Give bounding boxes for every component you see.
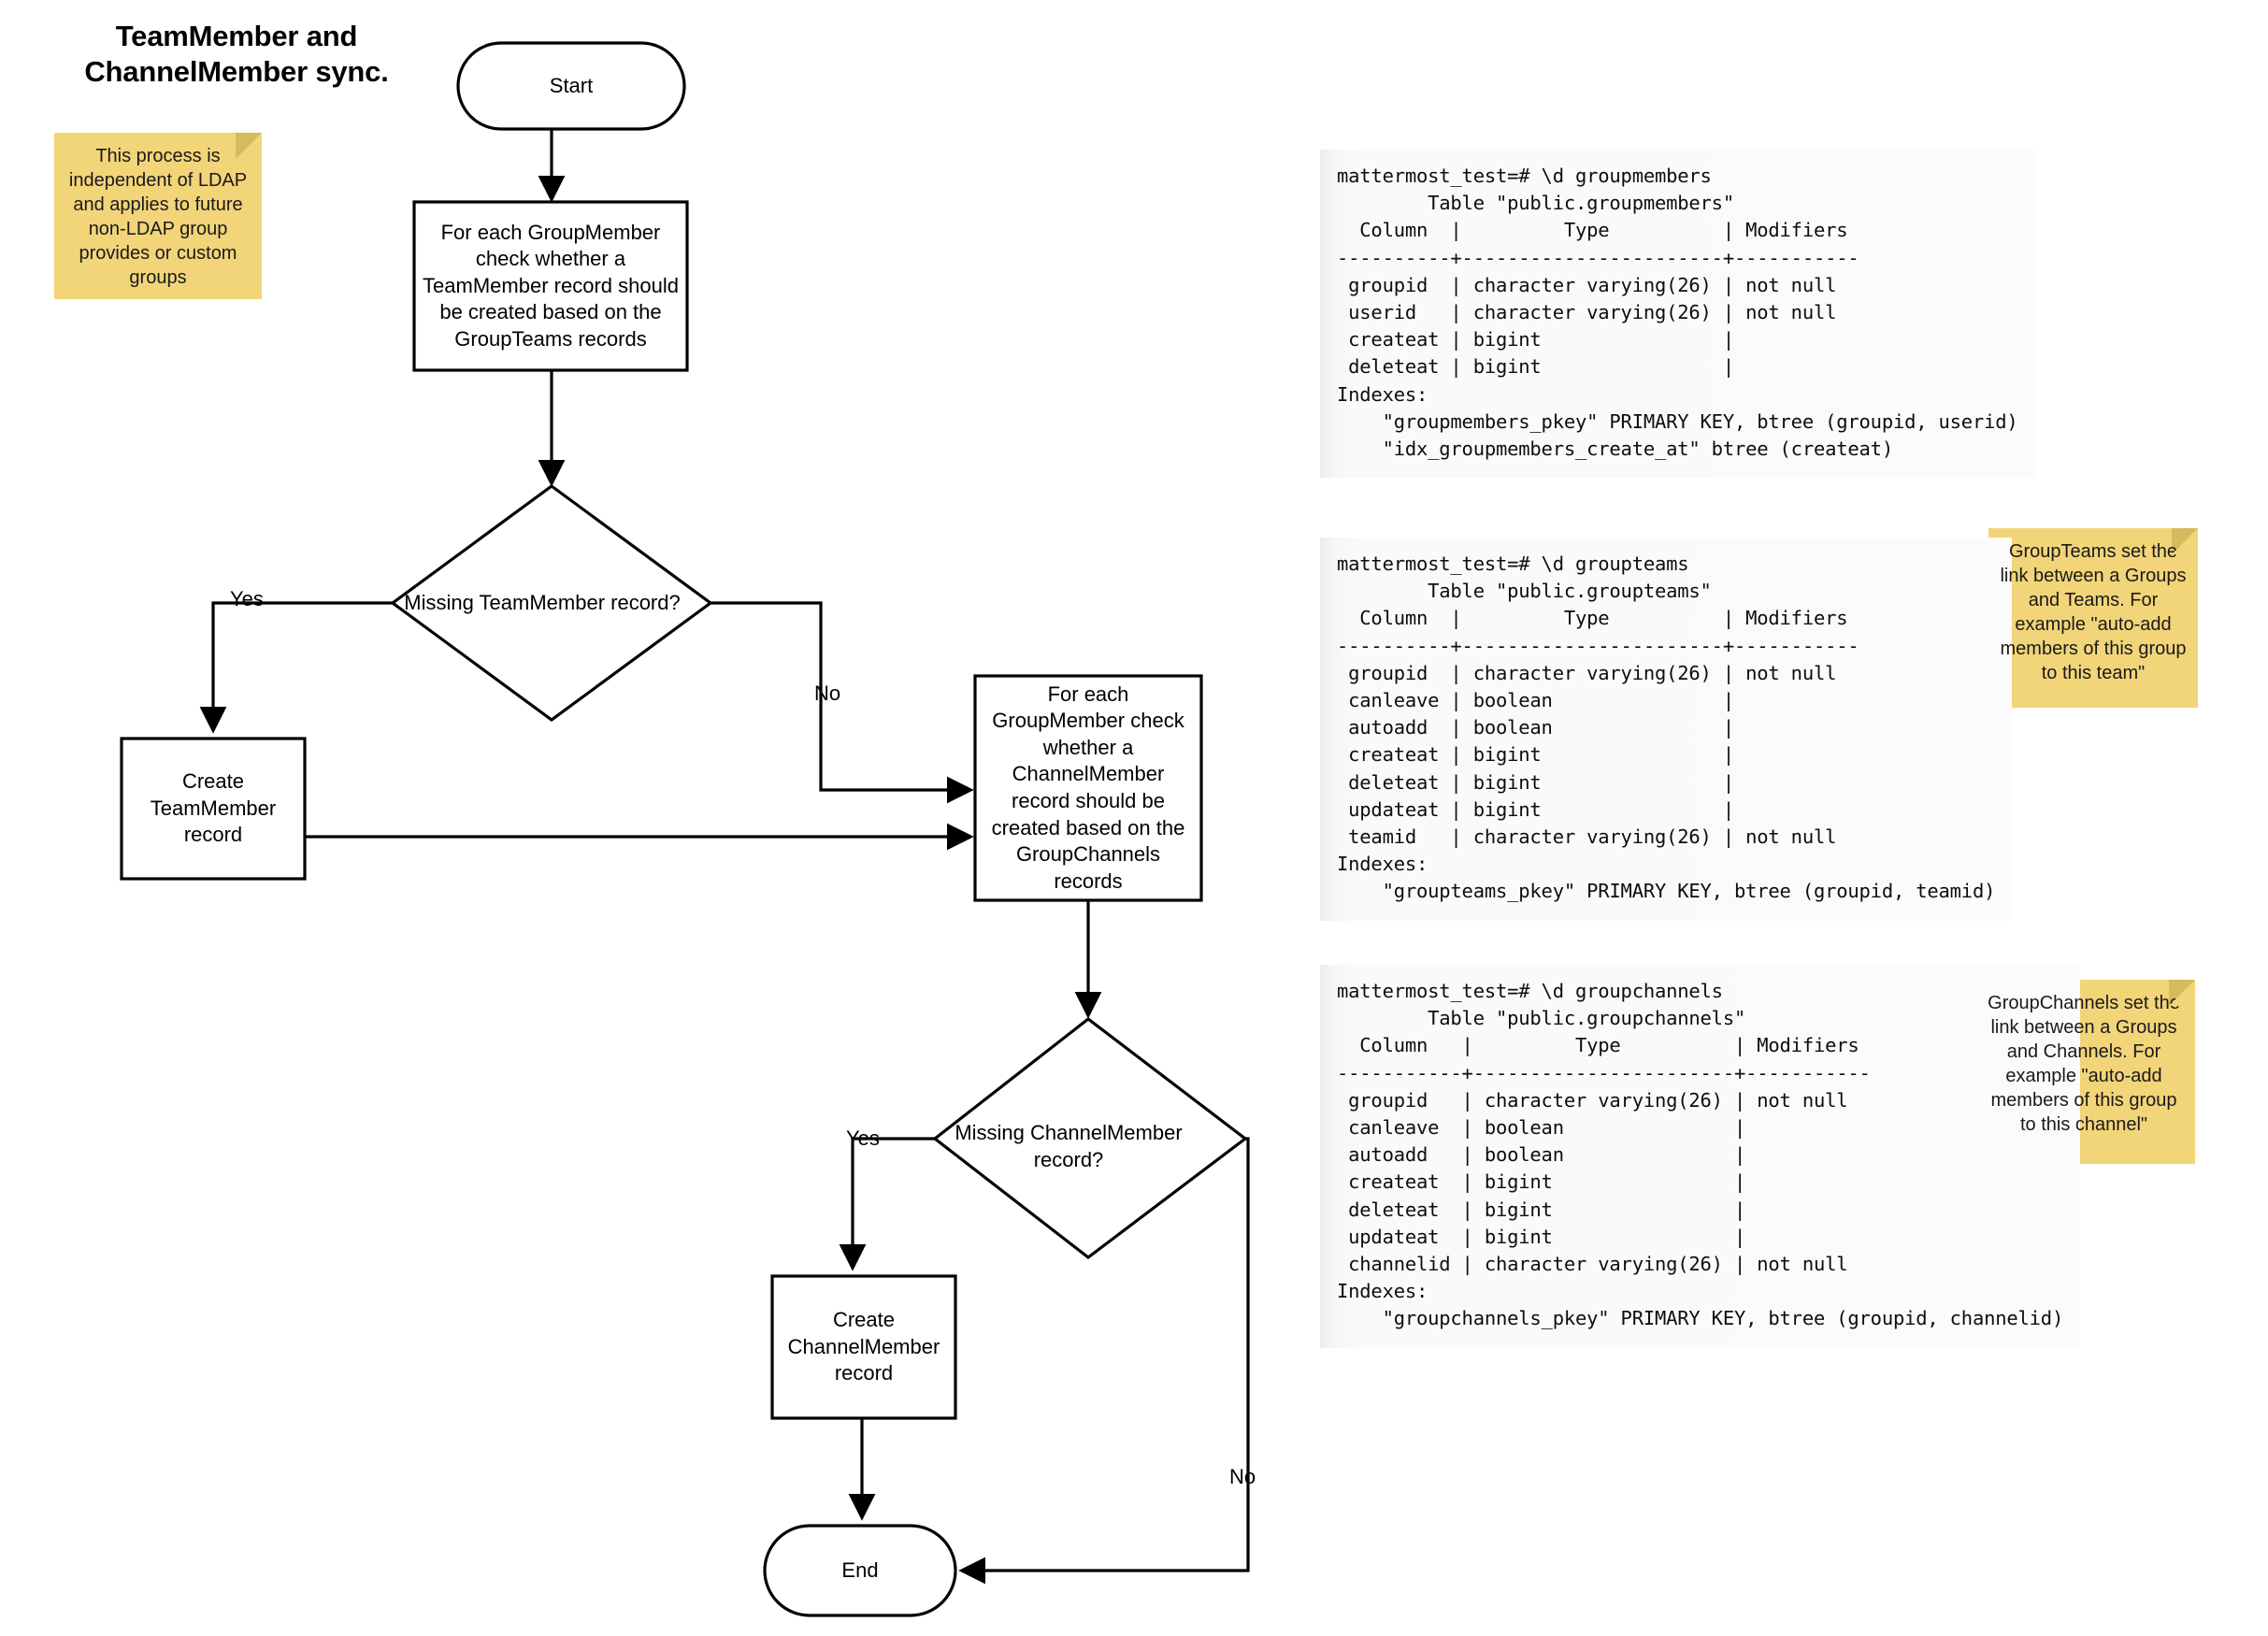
page-title: TeamMember and ChannelMember sync. [84,20,389,88]
node-start-label: Start [549,73,594,97]
edge-decision-channelmember-yes [839,1137,935,1271]
node-decision-teammember[interactable] [390,484,713,722]
terminal-output-groupchannels: mattermost_test=# \d groupchannels Table… [1320,965,2081,1348]
node-create-channelmember[interactable] [770,1274,957,1420]
edge-label-no-channelmember: No [1229,1465,1256,1488]
node-end[interactable] [763,1524,957,1617]
edge-decision-teammember-no [711,601,974,804]
node-decision-channelmember[interactable] [932,1016,1248,1260]
sticky-note-ldap: This process is independent of LDAP and … [54,133,262,299]
terminal-output-groupteams: mattermost_test=# \d groupteams Table "p… [1320,538,2013,921]
sticky-fold-icon [2172,528,2198,554]
sticky-note-groupchannels-text: GroupChannels set the link between a Gro… [1988,993,2180,1135]
edge-decision-channelmember-no [958,1137,1250,1585]
edge-decision-teammember-yes [199,601,393,734]
sticky-note-groupteams-text: GroupTeams set the link between a Groups… [2000,541,2187,683]
node-start[interactable] [456,41,686,131]
sticky-fold-icon [2169,980,2195,1006]
node-end-label: End [841,1557,879,1582]
edge-label-no-teammember: No [814,682,841,705]
node-process-channelmember[interactable] [973,674,1203,902]
sticky-fold-icon [236,133,262,159]
sticky-note-ldap-text: This process is independent of LDAP and … [68,146,248,288]
edge-label-yes-teammember: Yes [230,587,264,610]
node-decision-teammember-label: Missing TeamMember record? [404,590,681,614]
sticky-note-groupchannels: GroupChannels set the link between a Gro… [1973,980,2195,1164]
node-decision-channelmember-label: Missing ChannelMember record? [955,1121,1183,1171]
terminal-output-groupmembers: mattermost_test=# \d groupmembers Table … [1320,150,2035,479]
node-create-teammember-label: Create TeamMember record [150,769,277,847]
sticky-note-groupteams: GroupTeams set the link between a Groups… [1988,528,2198,708]
node-create-teammember[interactable] [120,737,307,881]
node-process-teammember[interactable] [412,200,689,372]
node-process-channelmember-label: For each GroupMember check whether a Cha… [991,682,1185,893]
edge-label-yes-channelmember: Yes [846,1127,880,1150]
node-create-channelmember-label: Create ChannelMember record [787,1308,940,1385]
node-process-teammember-label: For each GroupMember check whether a Tea… [423,220,679,351]
